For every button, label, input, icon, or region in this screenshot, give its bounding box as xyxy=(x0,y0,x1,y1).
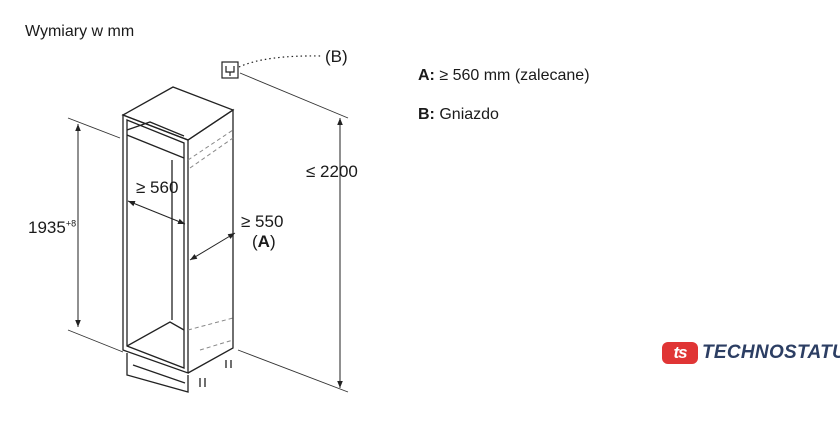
technostatus-logo: ts TECHNOSTATUS xyxy=(662,342,840,364)
cabinet-inner-bottom xyxy=(126,321,185,347)
legend-item-a: A: ≥ 560 mm (zalecane) xyxy=(418,67,590,85)
legend-item-b: B: Gniazdo xyxy=(418,106,499,124)
diagram-title: Wymiary w mm xyxy=(25,23,135,40)
cabinet-right-side xyxy=(187,108,234,374)
niche-height-tolerance: +8 xyxy=(65,218,77,229)
legend-text: Gniazdo xyxy=(439,106,499,123)
niche-height-value: 1935 xyxy=(28,218,66,237)
logo-text: TECHNOSTATUS xyxy=(702,342,840,363)
hidden-lines xyxy=(187,129,234,351)
cabinet-plinth-edge xyxy=(132,364,186,384)
max-height-label: ≤ 2200 xyxy=(306,162,358,181)
width-dimension xyxy=(127,200,186,225)
cabinet-inner-shelf xyxy=(126,121,185,137)
niche-height-extension-bottom xyxy=(67,329,124,353)
socket-leader-line xyxy=(238,55,323,68)
depth-ref-label: (A) xyxy=(252,232,276,251)
hidden-edge-lines xyxy=(187,129,234,351)
max-height-extension-top xyxy=(239,72,349,119)
legend-key: B: xyxy=(418,106,435,123)
extension-lines xyxy=(67,72,349,393)
cabinet-plinth xyxy=(126,353,189,393)
logo-mark: ts xyxy=(662,342,698,364)
cabinet-front-inner xyxy=(126,119,185,369)
depth-ref-letter: A xyxy=(257,232,270,251)
socket-icon xyxy=(221,61,239,79)
niche-depth-label: ≥ 550 xyxy=(241,212,284,231)
legend-text: ≥ 560 mm (zalecane) xyxy=(439,67,590,84)
socket-label: (B) xyxy=(325,47,348,66)
cabinet-inner-shelf-edge xyxy=(126,134,185,159)
depth-dimension xyxy=(189,232,236,261)
niche-height-label: 1935+8 xyxy=(28,218,76,238)
dimension-lines xyxy=(75,118,343,388)
niche-height-extension-top xyxy=(67,117,121,139)
cabinet-feet xyxy=(199,360,232,387)
cabinet-front-frame xyxy=(122,114,189,374)
legend-key: A: xyxy=(418,67,435,84)
niche-width-label: ≥ 560 xyxy=(136,178,179,197)
max-height-extension-bottom xyxy=(237,349,349,393)
cabinet-top xyxy=(121,86,235,141)
cabinet-outline xyxy=(121,86,235,393)
